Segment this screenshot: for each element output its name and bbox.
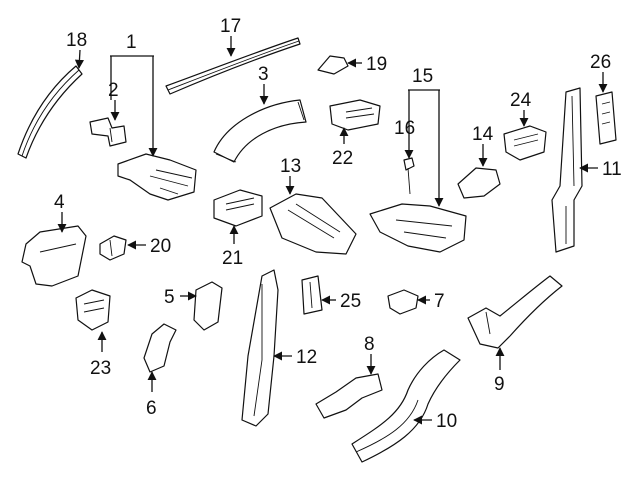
callout-16: 16 <box>394 118 415 139</box>
callout-21: 21 <box>222 225 243 269</box>
callout-20: 20 <box>127 236 171 257</box>
part-6-duct-elbow <box>143 323 177 373</box>
svg-text:12: 12 <box>296 347 317 368</box>
part-3-air-duct <box>213 99 307 163</box>
callout-6: 6 <box>146 371 157 419</box>
callout-12: 12 <box>273 347 317 368</box>
part-9-curved-duct <box>467 275 563 349</box>
svg-text:1: 1 <box>126 32 137 53</box>
part-18-trim-strip <box>17 65 83 159</box>
part-2-clip <box>89 117 127 147</box>
part-14-bracket <box>457 167 501 199</box>
part-23-vent <box>75 289 111 331</box>
part-17-roof-trim <box>165 37 301 95</box>
svg-text:25: 25 <box>340 291 361 312</box>
part-12-pillar-trim <box>241 269 279 427</box>
part-10-floor-duct <box>351 349 461 463</box>
svg-text:4: 4 <box>54 192 65 213</box>
svg-text:20: 20 <box>150 236 171 257</box>
svg-text:11: 11 <box>602 159 622 180</box>
svg-text:10: 10 <box>436 411 457 432</box>
callout-15: 15 <box>404 66 444 207</box>
svg-text:5: 5 <box>164 287 175 308</box>
svg-text:18: 18 <box>66 30 87 51</box>
part-19-knob <box>317 55 349 75</box>
part-26-vent-insert <box>595 91 617 145</box>
callout-11: 11 <box>579 159 622 180</box>
callout-10: 10 <box>413 411 457 432</box>
callout-23: 23 <box>90 331 111 379</box>
callout-5: 5 <box>164 287 197 308</box>
part-24-vent <box>503 125 547 161</box>
svg-text:22: 22 <box>332 148 353 169</box>
svg-text:19: 19 <box>366 54 387 75</box>
part-13-trim-panel <box>269 193 357 255</box>
svg-text:16: 16 <box>394 118 415 139</box>
svg-text:9: 9 <box>494 374 505 395</box>
svg-text:2: 2 <box>108 80 119 101</box>
svg-text:14: 14 <box>472 124 494 145</box>
callout-22: 22 <box>332 127 353 169</box>
callout-14: 14 <box>472 124 494 167</box>
part-8-small-duct <box>315 373 383 419</box>
svg-text:24: 24 <box>510 90 532 111</box>
callout-25: 25 <box>321 291 361 312</box>
callout-1: 1 <box>110 32 158 157</box>
svg-text:7: 7 <box>434 291 445 312</box>
svg-text:3: 3 <box>258 64 269 85</box>
svg-text:8: 8 <box>364 334 375 355</box>
svg-text:21: 21 <box>222 248 243 269</box>
svg-text:15: 15 <box>412 66 433 87</box>
callout-3: 3 <box>258 64 269 105</box>
callout-8: 8 <box>364 334 376 375</box>
callout-13: 13 <box>280 156 301 195</box>
svg-text:23: 23 <box>90 358 111 379</box>
part-11-pillar-duct <box>551 87 583 253</box>
callout-17: 17 <box>220 16 241 57</box>
part-21-vent <box>213 189 263 227</box>
part-7-clip <box>387 289 419 315</box>
svg-text:17: 17 <box>220 16 241 37</box>
callout-19: 19 <box>347 54 387 75</box>
callout-2: 2 <box>108 80 120 121</box>
callout-18: 18 <box>66 30 87 69</box>
svg-text:13: 13 <box>280 156 301 177</box>
part-25-bracket <box>301 275 323 315</box>
callout-7: 7 <box>417 291 445 312</box>
callout-9: 9 <box>494 347 505 395</box>
svg-text:26: 26 <box>590 52 611 73</box>
part-15-bracket-assembly <box>369 203 467 253</box>
part-16-clip <box>403 157 415 195</box>
part-5-bracket <box>193 281 223 331</box>
part-22-vent <box>329 99 381 131</box>
callout-24: 24 <box>510 90 532 127</box>
part-4-panel <box>21 225 87 287</box>
callout-4: 4 <box>54 192 67 233</box>
svg-text:6: 6 <box>146 398 157 419</box>
callout-26: 26 <box>590 52 611 93</box>
part-20-fitting <box>99 235 127 261</box>
part-1-vent-housing <box>117 153 197 201</box>
